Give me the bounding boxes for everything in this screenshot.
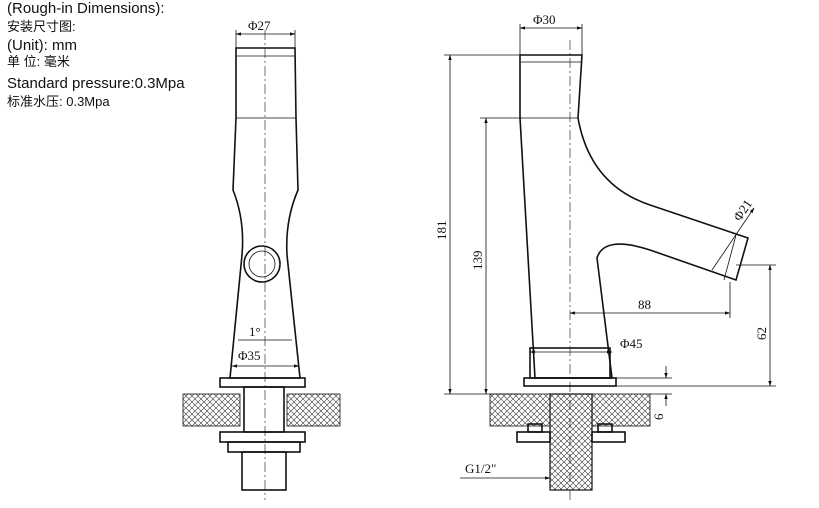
front-shank	[243, 386, 285, 433]
dim-spout-diameter-label: Φ21	[730, 197, 755, 224]
dim-base-diameter-label: Φ45	[620, 336, 643, 351]
aerator-ring	[243, 245, 281, 283]
side-base-flange	[523, 377, 617, 387]
unit-zh: 单 位: 毫米	[7, 54, 70, 69]
front-deck-right	[286, 393, 341, 427]
pressure-en: Standard pressure:0.3Mpa	[7, 75, 185, 92]
front-deck-left	[182, 393, 241, 427]
thread-label: G1/2"	[465, 461, 496, 476]
spout-outlet-face	[723, 234, 737, 281]
side-clip-left	[527, 423, 543, 433]
side-shank	[549, 393, 593, 491]
dim-181-label: 181	[434, 221, 449, 241]
side-deck-right	[591, 393, 651, 427]
dim-6-label: 6	[651, 413, 666, 420]
front-base-flange	[219, 377, 306, 388]
pressure-zh: 标准水压: 0.3Mpa	[7, 94, 110, 109]
side-body-spout	[519, 54, 749, 379]
title-en: (Rough-in Dimensions):	[7, 0, 165, 17]
front-threaded-tail	[241, 451, 287, 491]
front-washer	[227, 441, 301, 453]
front-dim-base-label: Φ35	[238, 348, 261, 363]
side-clip-right	[597, 423, 613, 433]
title-zh: 安装尺寸图:	[7, 19, 76, 34]
side-dim-top-label: Φ30	[533, 12, 556, 27]
front-dim-top-label: Φ27	[248, 18, 271, 33]
front-lock-nut	[219, 431, 306, 443]
unit-en: (Unit): mm	[7, 37, 77, 54]
dim-62-label: 62	[754, 327, 769, 340]
dim-spout-diameter-leader	[711, 207, 755, 271]
side-deck-left	[489, 393, 551, 427]
dim-139-label: 139	[470, 251, 485, 271]
front-view: Φ27 1° Φ35	[182, 18, 341, 500]
side-view: Φ30 181 139 Φ21 88 62 Φ45 6 G1/2"	[434, 12, 776, 500]
front-angle-label: 1°	[249, 324, 261, 339]
side-nut-right	[591, 431, 626, 443]
aerator-inner	[248, 250, 276, 278]
dim-88-label: 88	[638, 297, 651, 312]
side-nut-left	[516, 431, 551, 443]
